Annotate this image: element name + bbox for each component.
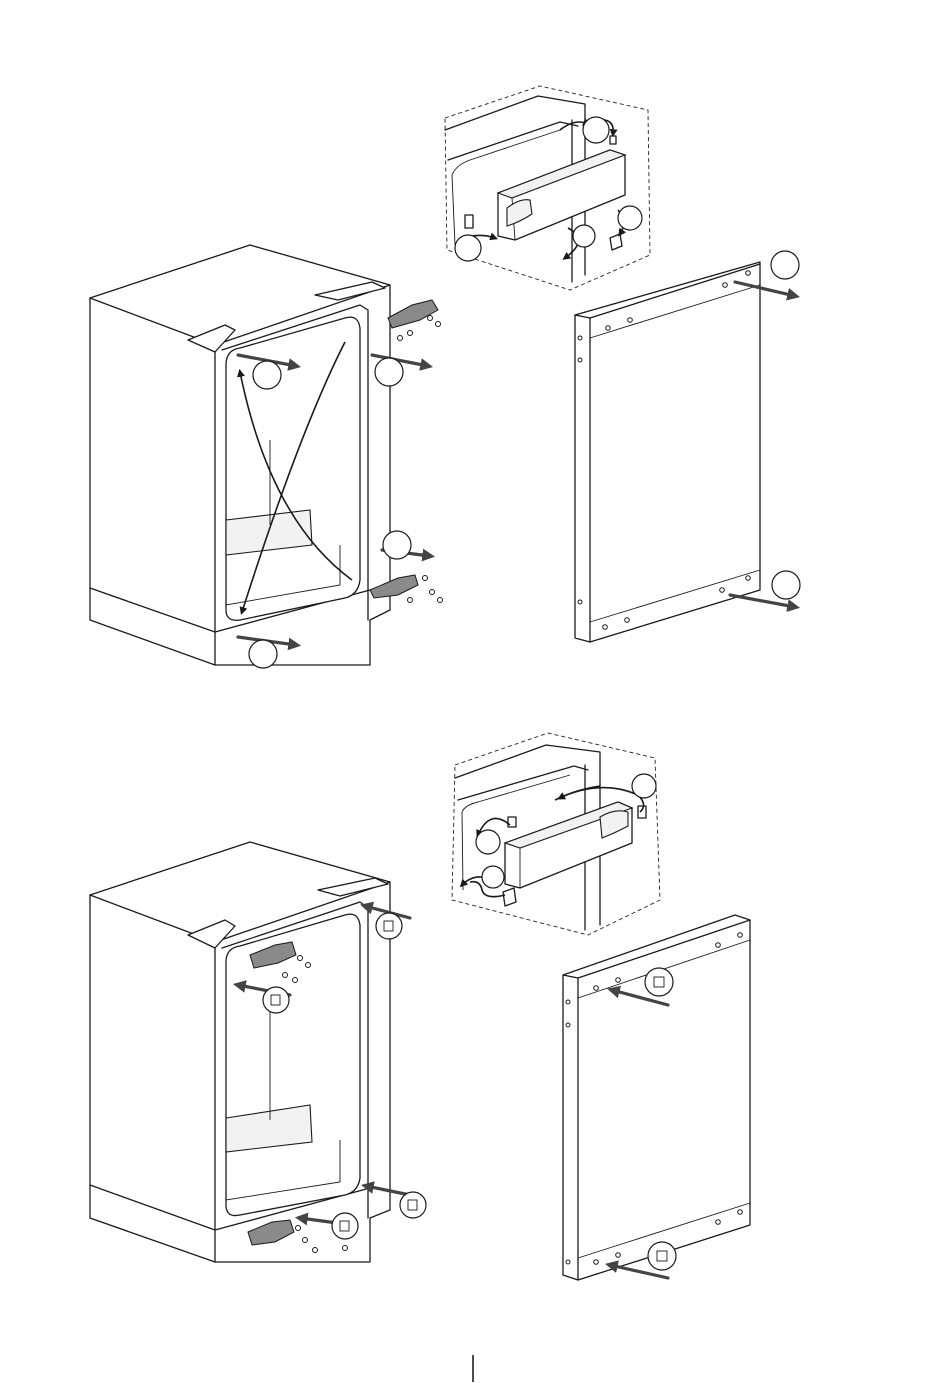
- switch-part-icon: [465, 215, 473, 228]
- callout-b1: [632, 774, 656, 798]
- bottom-figure: [90, 733, 750, 1280]
- cabinet-bottom: [90, 842, 426, 1262]
- callout-c3: [573, 225, 595, 247]
- top-figure: [90, 86, 800, 668]
- callout-c1: [583, 117, 609, 143]
- door-bottom: [563, 915, 750, 1280]
- clip-part-icon: [610, 234, 622, 250]
- callout-c7: [383, 531, 411, 559]
- callout-c4: [455, 235, 481, 261]
- callout-c10: [772, 571, 800, 599]
- bottom-detail-inset: [452, 733, 660, 935]
- top-hinge-icon: [388, 300, 438, 328]
- callout-b3: [482, 866, 504, 888]
- top-detail-inset: [445, 86, 650, 290]
- callout-c2: [618, 206, 642, 230]
- callout-c9: [771, 251, 799, 279]
- screw-icon: [610, 136, 616, 144]
- callout-c6: [375, 358, 403, 386]
- callout-b2: [476, 830, 500, 854]
- door-top: [575, 251, 800, 642]
- handle-panel: [498, 150, 625, 240]
- callout-c8: [249, 640, 277, 668]
- callout-c5: [253, 361, 281, 389]
- handle-panel-moved: [505, 802, 632, 888]
- cabinet-top: [90, 245, 443, 668]
